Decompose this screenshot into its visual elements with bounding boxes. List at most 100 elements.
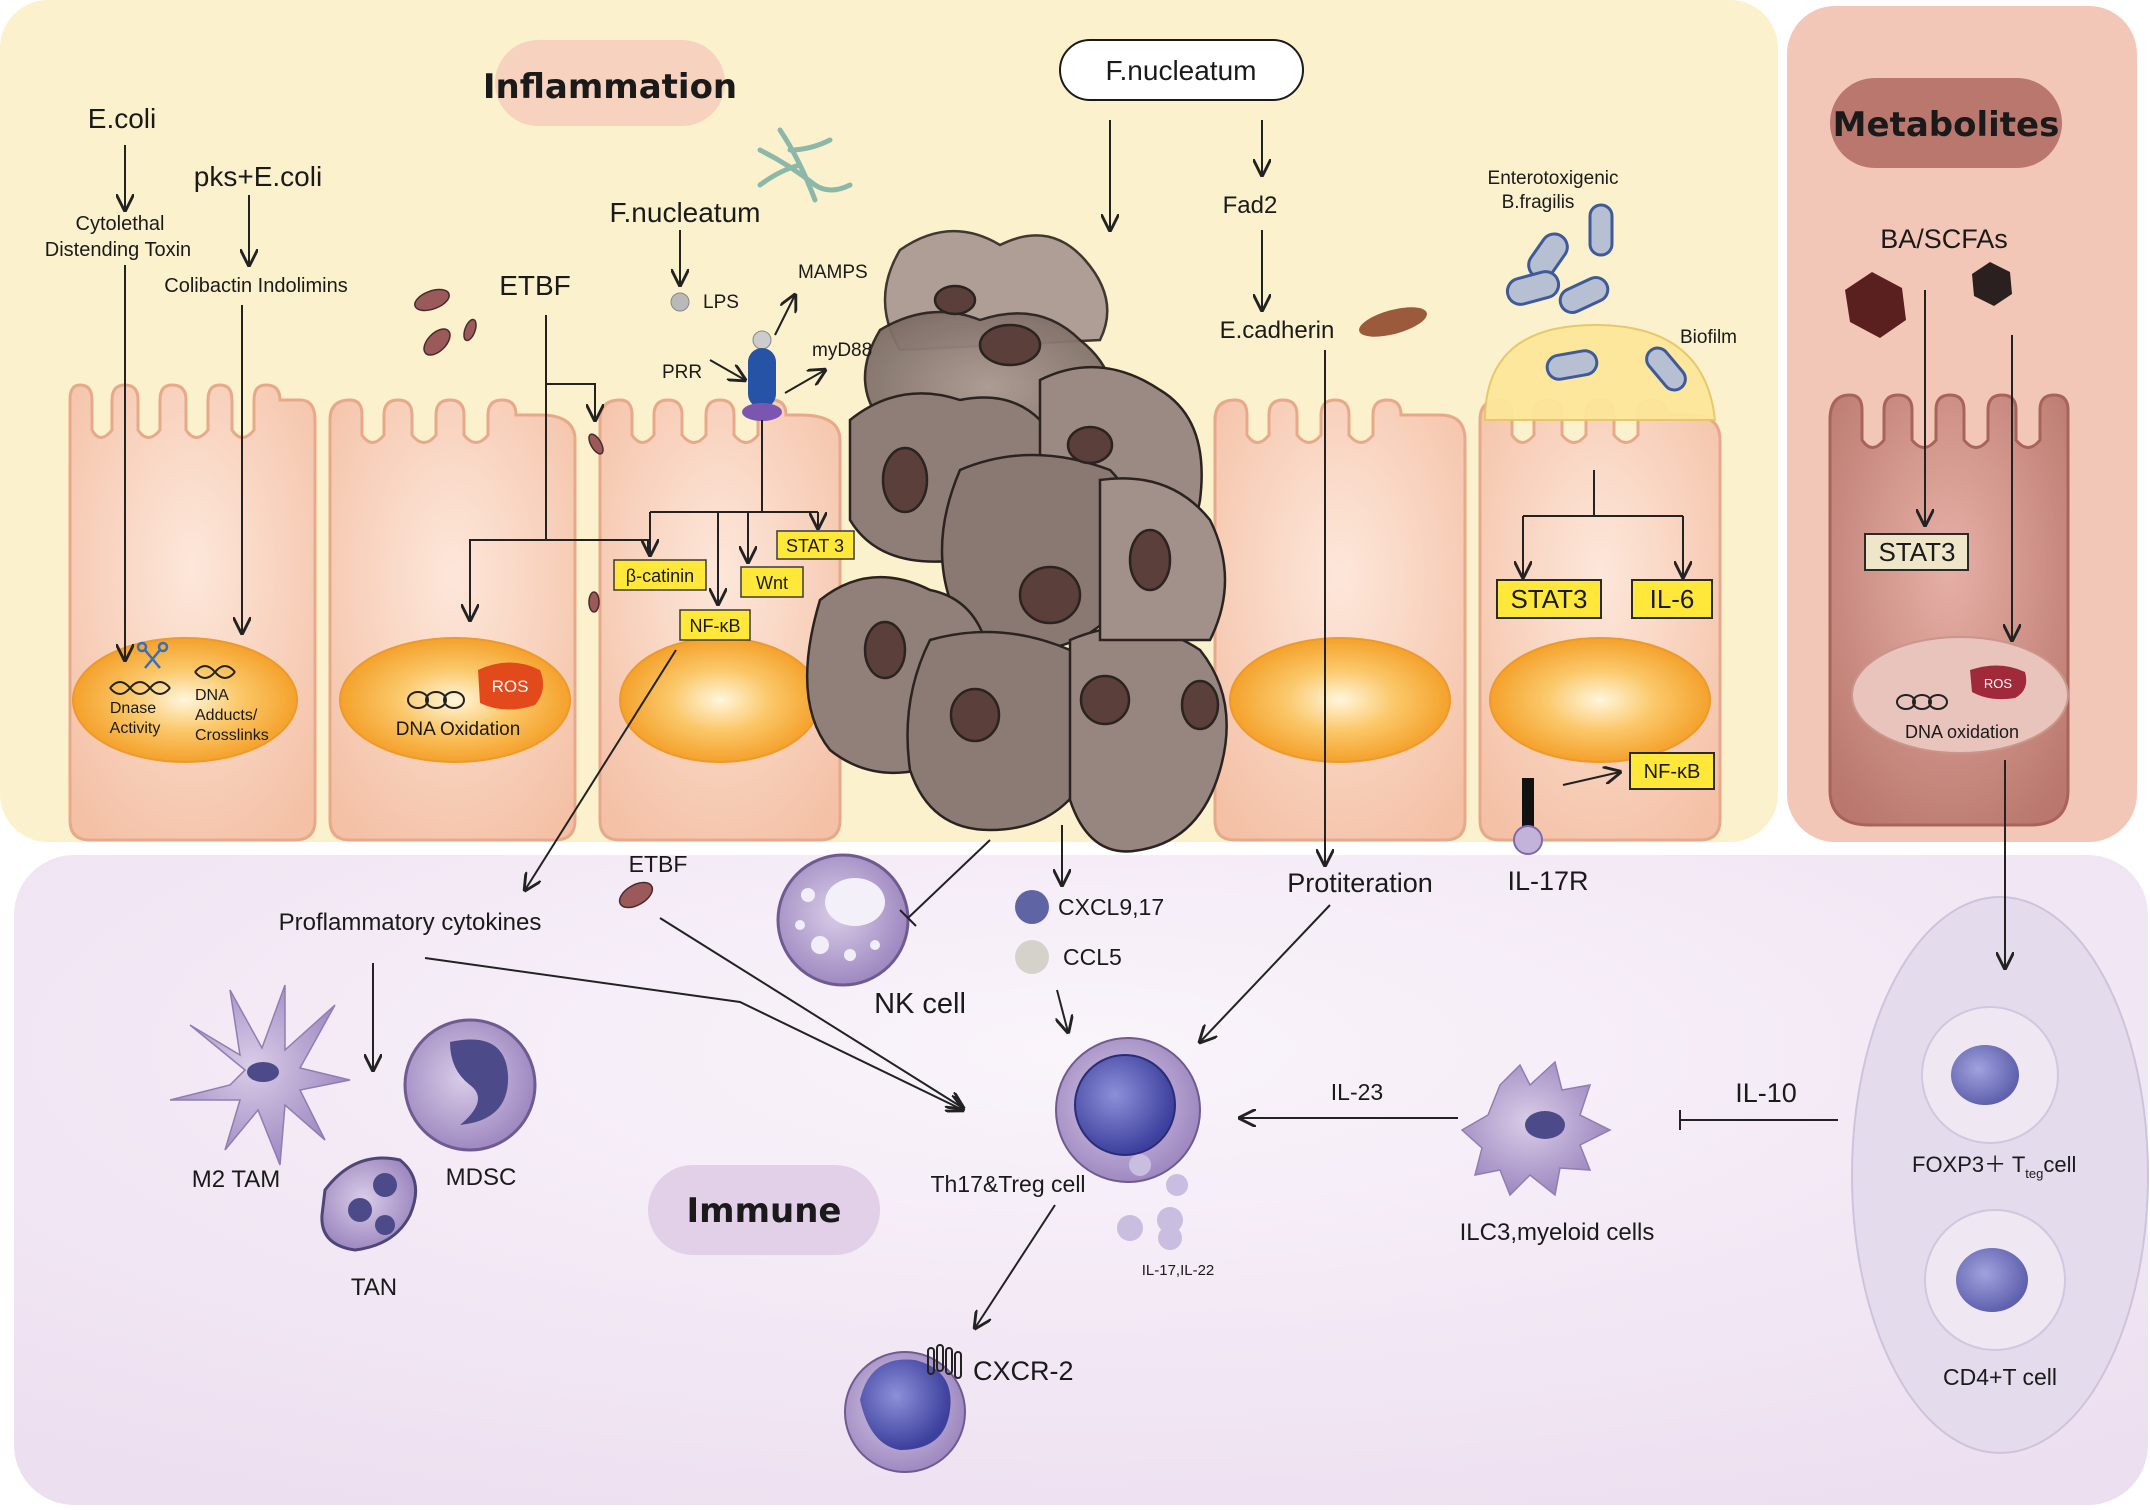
ccl5-label: CCL5 [1063,944,1122,970]
foxp3-label: FOXP3＋ Ttegcell [1912,1152,2076,1181]
mdsc-icon [403,1018,537,1152]
ros-left-badge: ROS [478,662,544,710]
cxcl-label: CXCL9,17 [1058,894,1164,920]
il6-text: IL-6 [1650,584,1695,614]
metabolites-title: Metabolites [1830,78,2062,168]
ecadherin-label: E.cadherin [1220,317,1335,344]
adducts-label-1: DNA [195,687,229,704]
ros-right-text: ROS [1984,676,2013,691]
dnase-label-1: Dnase [110,700,156,717]
cxcr2-cell-icon [844,1344,966,1473]
m2-tam-label: M2 TAM [192,1166,280,1193]
fnucleatum-bacterium-icon [1359,307,1427,337]
il10-label: IL-10 [1735,1078,1797,1108]
il23-label: IL-23 [1331,1079,1383,1105]
mdsc-label: MDSC [446,1164,517,1191]
tumor-nucleus [933,284,977,316]
dnase-label-2: Activity [110,720,161,737]
beta-catenin-box: β-catinin [613,559,707,591]
proinflammatory-label: Proflammatory cytokines [279,909,542,936]
inflammation-title: Inflammation [483,40,737,126]
dna-oxidation-left: DNA Oxidation [396,719,521,740]
stat3-small-text: STAT 3 [786,536,844,556]
colibactin-label: Colibactin Indolimins [164,275,347,297]
foxp3-tail: cell [2043,1152,2076,1177]
scfa-hexagon-icon [1972,262,2012,306]
etbf-immune-label: ETBF [629,851,688,877]
nfkb-right-box: NF-κB [1629,752,1715,790]
stat3-metab-box: STAT3 [1864,533,1969,571]
m2-tam-icon [169,984,351,1166]
biofilm-label: Biofilm [1680,327,1737,348]
immune-title-text: Immune [687,1191,842,1231]
dna-oxidation-right: DNA oxidation [1905,722,2019,742]
fad2-label: Fad2 [1223,192,1278,219]
nucleus-3 [619,637,821,763]
pks-ecoli-label: pks+E.coli [194,161,322,192]
protiteration-label: Protiteration [1287,868,1433,898]
ilc3-label: ILC3,myeloid cells [1460,1219,1655,1246]
nfkb-left-box: NF-κB [679,609,751,641]
wnt-text: Wnt [756,573,788,593]
nfkb-left-text: NF-κB [690,616,741,636]
foxp3-main: FOXP3＋ T [1912,1152,2025,1177]
il17-il22-label: IL-17,IL-22 [1142,1262,1215,1279]
wnt-box: Wnt [740,566,804,598]
foxp3-sub: teg [2025,1166,2043,1181]
etbf-bfragilis-1: Enterotoxigenic [1488,168,1619,189]
fnucleatum-top-box: F.nucleatum [1059,39,1304,101]
etbf-bacteria-icon [414,288,654,909]
lps-icon [670,292,690,312]
metabolites-title-text: Metabolites [1833,105,2060,145]
nk-cell-label: NK cell [874,988,966,1020]
dna-helix-icon [109,665,1948,710]
cxcr2-receptor-icon [927,1344,962,1379]
th17-treg-label: Th17&Treg cell [930,1171,1085,1197]
adducts-label-3: Crosslinks [195,727,269,744]
metab-nucleus [1851,636,2069,754]
ccl5-icon [1015,940,1049,974]
il6-box: IL-6 [1631,579,1713,619]
fnucleatum-mid-label: F.nucleatum [610,197,761,228]
ilc3-cell-icon [1460,1060,1612,1197]
scissors-icon [136,641,169,669]
stat3-metab-text: STAT3 [1878,537,1955,567]
immune-panel [14,855,2148,1505]
bile-acid-hexagon-icon [1845,272,1906,338]
stat3-small-box: STAT 3 [776,530,855,560]
nucleus-5 [1489,637,1711,763]
cdt-label-2: Distending Toxin [45,239,191,261]
stat3-right-text: STAT3 [1510,584,1587,614]
tan-icon [320,1156,418,1252]
ba-scfas-label: BA/SCFAs [1880,224,2008,254]
pathway-arrows [125,120,2012,1328]
mamps-label: MAMPS [798,262,868,283]
tcell-group [1851,896,2149,1454]
tan-label: TAN [351,1274,397,1301]
tumor-mass [805,229,1228,853]
ros-left-text: ROS [492,677,529,696]
il17r-label: IL-17R [1507,866,1588,896]
ecoli-label: E.coli [88,103,156,134]
adducts-label-2: Adducts/ [195,707,258,724]
nfkb-right-text: NF-κB [1644,761,1701,783]
bfragilis-bacteria-icon [1505,203,1687,392]
cxcr2-label: CXCR-2 [973,1356,1074,1386]
th17-treg-cell-icon [1055,1037,1201,1250]
nucleus-1 [72,637,298,763]
etbf-top-label: ETBF [499,270,571,301]
nk-cell-icon [776,853,910,987]
lps-label: LPS [703,292,739,313]
cdt-label-1: Cytolethal [76,213,165,235]
cxcl-icon [1015,890,1049,924]
prr-receptor-icon [742,330,782,421]
beta-catenin-text: β-catinin [626,566,694,586]
bacteria-strands-icon [757,127,853,203]
prr-label: PRR [662,362,702,383]
metabolite-cell [1828,393,2070,827]
ros-right-badge: ROS [1970,665,2027,700]
inflammation-title-text: Inflammation [483,67,737,107]
fnucleatum-top-text: F.nucleatum [1106,55,1257,86]
immune-title: Immune [648,1165,880,1255]
